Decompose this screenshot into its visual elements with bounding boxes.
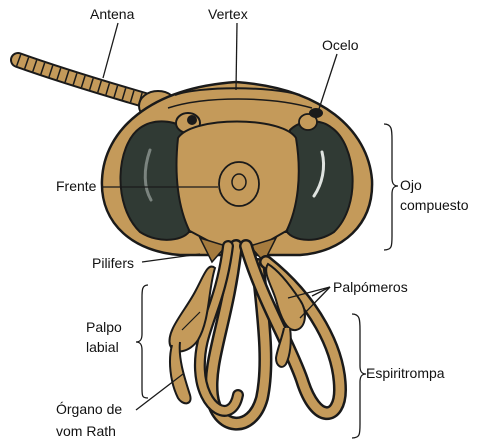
label-antenna: Antena — [90, 6, 135, 22]
frons — [177, 122, 299, 247]
label-compound-eye-2: compuesto — [400, 197, 469, 213]
label-palpomeres: Palpómeros — [333, 279, 408, 295]
label-labial-palp-2: labial — [86, 339, 119, 355]
label-labial-palp-1: Palpo — [86, 319, 122, 335]
label-vertex: Vertex — [208, 6, 248, 22]
label-ocellus: Ocelo — [322, 37, 359, 53]
label-compound-eye-1: Ojo — [400, 177, 422, 193]
label-frons: Frente — [56, 178, 97, 194]
label-proboscis: Espiritrompa — [366, 365, 445, 381]
label-pilifers: Pilifers — [92, 255, 134, 271]
label-vom-rath-2: vom Rath — [56, 423, 116, 439]
label-vom-rath-1: Órgano de — [56, 401, 122, 417]
